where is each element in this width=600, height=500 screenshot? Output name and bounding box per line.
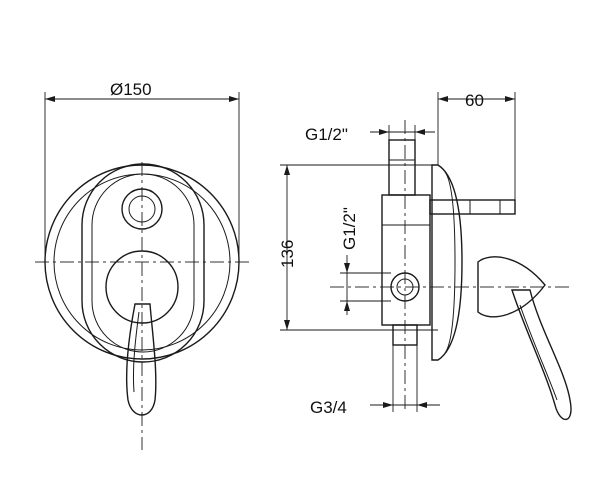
height-arrow-top xyxy=(284,165,290,175)
outlet-arrow-left xyxy=(383,402,393,408)
outlet-label: G3/4 xyxy=(310,398,347,417)
cover-plate-edge xyxy=(444,171,456,354)
diameter-label: Ø150 xyxy=(110,80,152,99)
side-inlet-inner xyxy=(396,278,414,296)
side-inlet-arrow-bottom xyxy=(344,301,350,311)
diverter-knob-inner xyxy=(128,195,156,223)
top-inlet-arrow-right xyxy=(415,129,425,135)
diameter-arrow-right xyxy=(229,96,239,102)
diameter-arrow-left xyxy=(45,96,55,102)
outlet-arrow-right xyxy=(417,402,427,408)
handle-hub xyxy=(477,256,546,318)
top-inlet-arrow-left xyxy=(379,129,389,135)
side-view: 60 G1/2" 136 G1/2" G3/4 xyxy=(278,91,572,421)
depth-label: 60 xyxy=(465,91,484,110)
height-label: 136 xyxy=(278,240,297,268)
depth-arrow-right xyxy=(505,96,515,102)
lever-handle xyxy=(126,303,157,416)
front-view: Ø150 xyxy=(35,80,250,450)
mixer-hub xyxy=(105,250,179,324)
top-inlet-pipe xyxy=(388,139,416,196)
top-inlet-label: G1/2" xyxy=(305,125,348,144)
side-inlet-outer xyxy=(390,272,420,302)
oval-plate-inner xyxy=(91,173,195,353)
valve-body xyxy=(381,194,431,326)
side-lever-handle xyxy=(511,289,572,421)
depth-arrow-left xyxy=(438,96,448,102)
lever-handle-highlight xyxy=(132,311,140,393)
height-arrow-bottom xyxy=(284,320,290,330)
oval-plate-outer xyxy=(81,163,205,363)
side-lever-highlight xyxy=(519,304,558,401)
side-inlet-label: G1/2" xyxy=(340,207,359,250)
cover-plate xyxy=(431,164,463,361)
bottom-outlet-pipe xyxy=(392,324,418,346)
side-inlet-arrow-top xyxy=(344,263,350,273)
diverter-knob-outer xyxy=(121,188,163,230)
diverter-spindle xyxy=(429,199,516,215)
